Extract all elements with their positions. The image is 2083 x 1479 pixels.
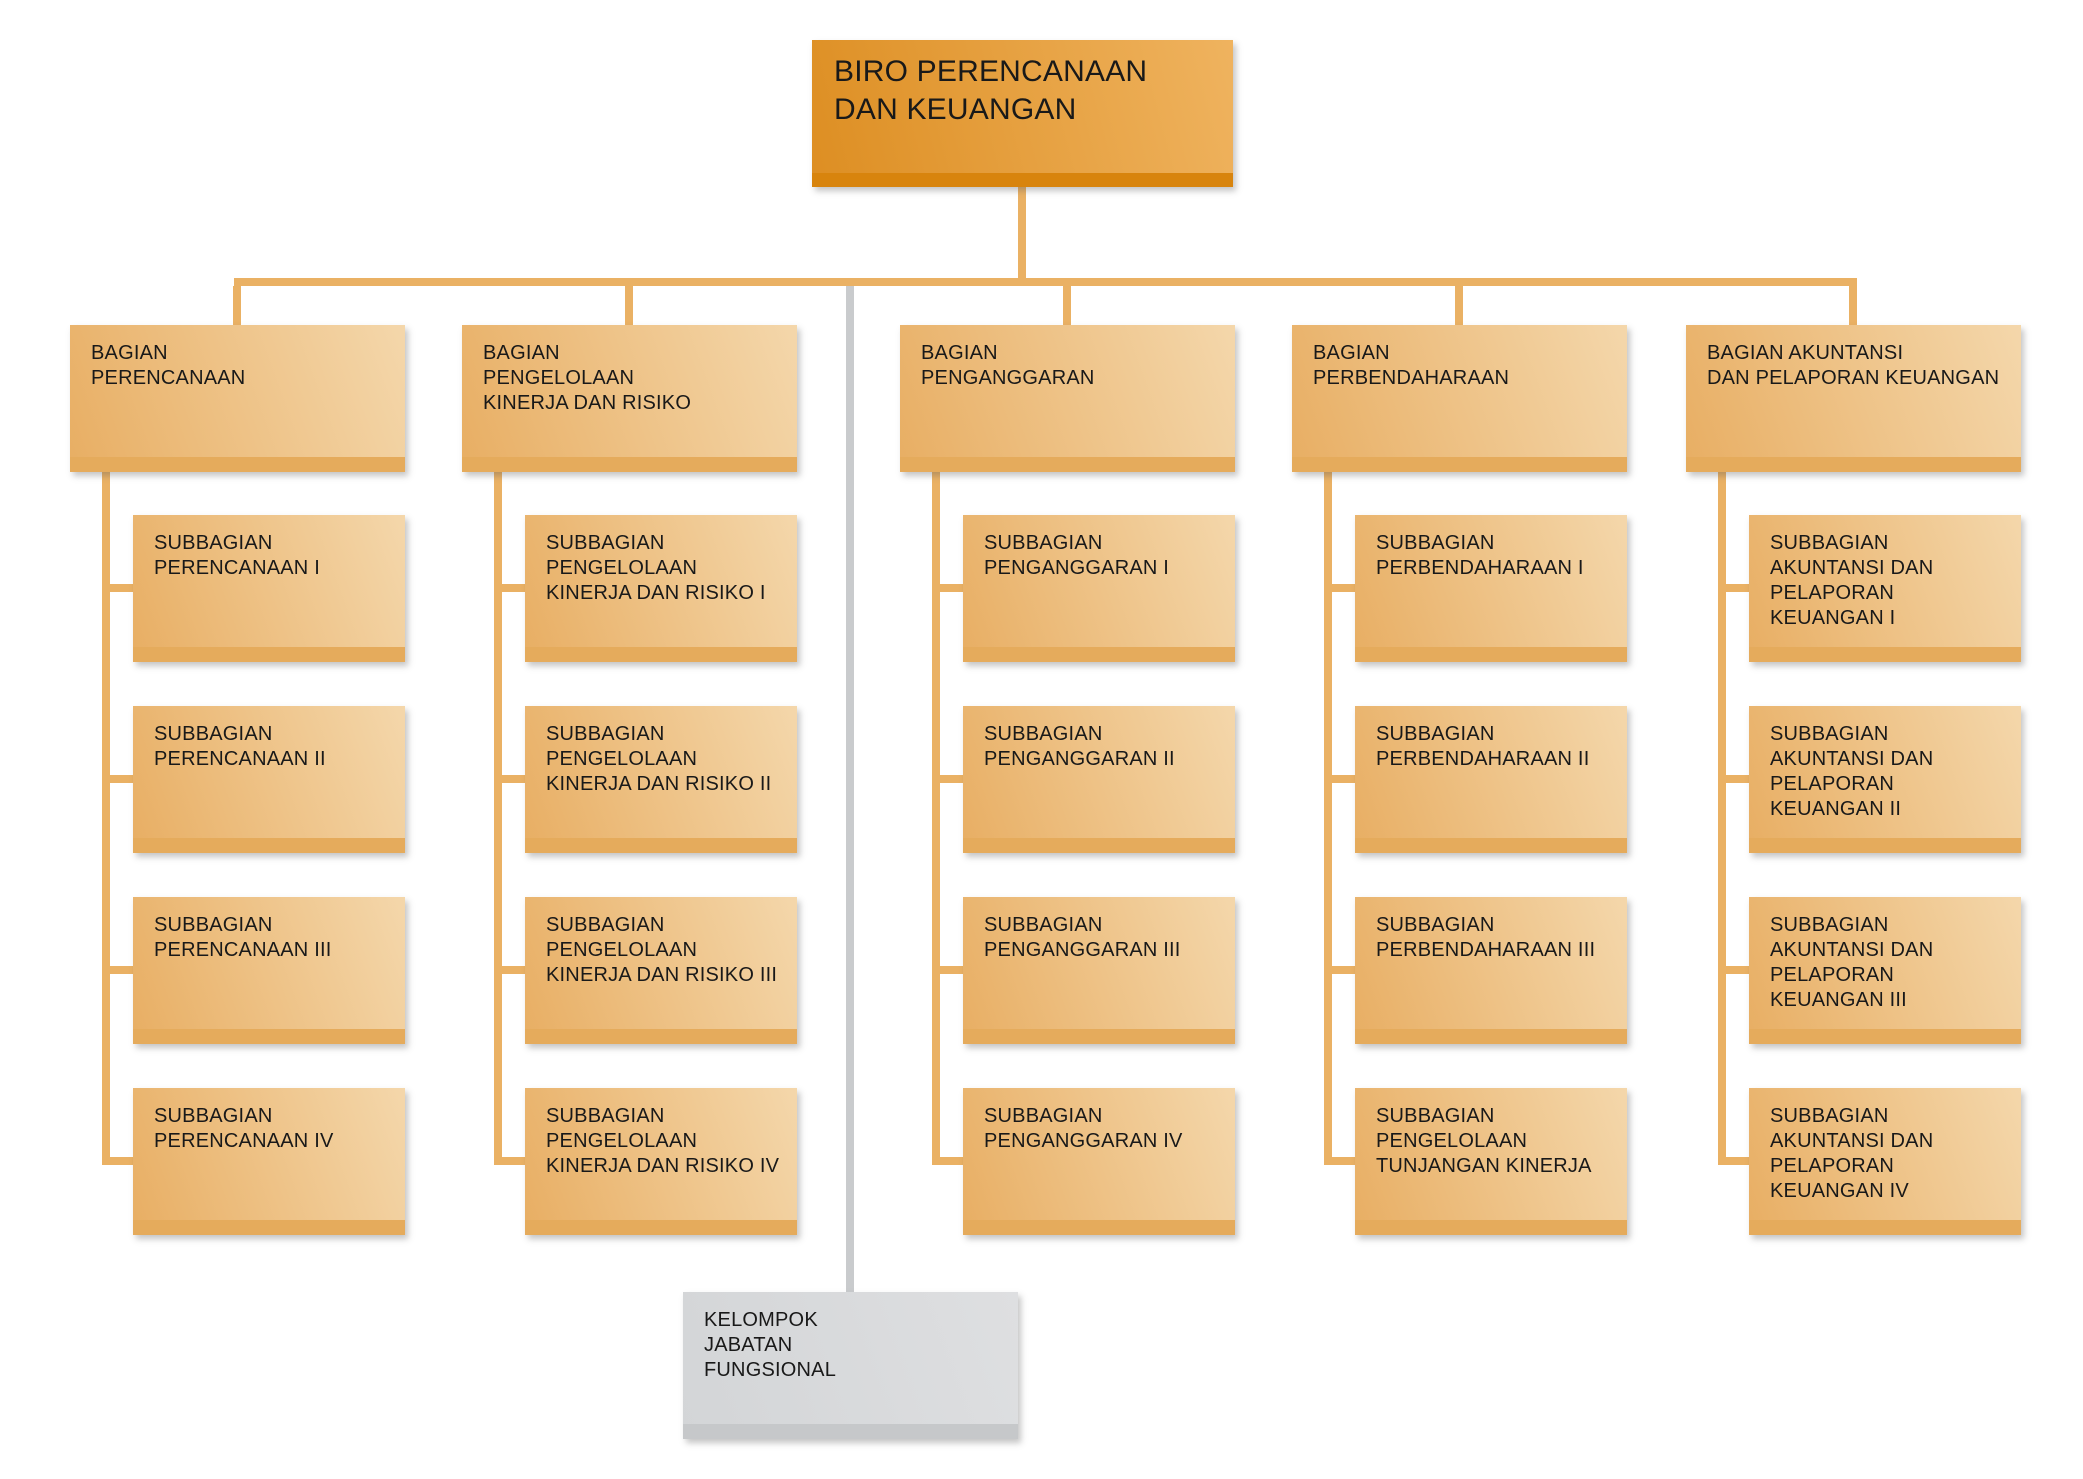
connector-col3-drop (932, 470, 940, 1165)
connector-col5-stub-4 (1718, 1157, 1749, 1165)
connector-col2-stub-2 (494, 775, 525, 783)
connector-col2-stub-4 (494, 1157, 525, 1165)
connector-col5-drop (1718, 470, 1726, 1165)
subbagian-akuntansi-dan-pelaporan-keuangan-iii-label: SUBBAGIAN AKUNTANSI DAN PELAPORAN KEUANG… (1770, 914, 1934, 1011)
subbagian-pengelolaan-tunjangan-kinerja-label: SUBBAGIAN PENGELOLAAN TUNJANGAN KINERJA (1376, 1105, 1592, 1177)
connector-col2-top (625, 286, 633, 325)
subbagian-akuntansi-dan-pelaporan-keuangan-iii-box: SUBBAGIAN AKUNTANSI DAN PELAPORAN KEUANG… (1749, 897, 2021, 1044)
connector-col2-drop (494, 470, 502, 1165)
subbagian-perbendaharaan-iii-box: SUBBAGIAN PERBENDAHARAAN III (1355, 897, 1627, 1044)
subbagian-pengelolaan-kinerja-dan-risiko-iv-box: SUBBAGIAN PENGELOLAAN KINERJA DAN RISIKO… (525, 1088, 797, 1235)
connector-col3-stub-4 (932, 1157, 963, 1165)
subbagian-penganggaran-i-box: SUBBAGIAN PENGANGGARAN I (963, 515, 1235, 662)
connector-col1-stub-1 (102, 584, 133, 592)
subbagian-penganggaran-i-label: SUBBAGIAN PENGANGGARAN I (984, 532, 1170, 579)
connector-col1-drop (102, 470, 110, 1165)
bagian-perbendaharaan-label: BAGIAN PERBENDAHARAAN (1313, 342, 1510, 389)
subbagian-penganggaran-iv-label: SUBBAGIAN PENGANGGARAN IV (984, 1105, 1183, 1152)
subbagian-perbendaharaan-i-box: SUBBAGIAN PERBENDAHARAAN I (1355, 515, 1627, 662)
connector-col4-stub-4 (1324, 1157, 1355, 1165)
kelompok-jabatan-fungsional-label: KELOMPOK JABATAN FUNGSIONAL (704, 1309, 837, 1381)
bagian-pengelolaan-kinerja-dan-risiko-label: BAGIAN PENGELOLAAN KINERJA DAN RISIKO (483, 342, 692, 414)
subbagian-penganggaran-ii-label: SUBBAGIAN PENGANGGARAN II (984, 723, 1175, 770)
biro-perencanaan-dan-keuangan-box: BIRO PERENCANAAN DAN KEUANGAN (812, 40, 1233, 187)
subbagian-perencanaan-ii-label: SUBBAGIAN PERENCANAAN II (154, 723, 326, 770)
connector-col4-stub-2 (1324, 775, 1355, 783)
connector-col4-drop (1324, 470, 1332, 1165)
subbagian-perencanaan-i-box: SUBBAGIAN PERENCANAAN I (133, 515, 405, 662)
subbagian-pengelolaan-kinerja-dan-risiko-i-label: SUBBAGIAN PENGELOLAAN KINERJA DAN RISIKO… (546, 532, 766, 604)
subbagian-pengelolaan-kinerja-dan-risiko-ii-box: SUBBAGIAN PENGELOLAAN KINERJA DAN RISIKO… (525, 706, 797, 853)
connector-col3-stub-1 (932, 584, 963, 592)
bagian-pengelolaan-kinerja-dan-risiko-box: BAGIAN PENGELOLAAN KINERJA DAN RISIKO (462, 325, 797, 472)
connector-col3-stub-2 (932, 775, 963, 783)
bagian-penganggaran-label: BAGIAN PENGANGGARAN (921, 342, 1095, 389)
subbagian-perbendaharaan-iii-label: SUBBAGIAN PERBENDAHARAAN III (1376, 914, 1596, 961)
bagian-penganggaran-box: BAGIAN PENGANGGARAN (900, 325, 1235, 472)
connector-col1-top (233, 286, 241, 325)
subbagian-pengelolaan-kinerja-dan-risiko-ii-label: SUBBAGIAN PENGELOLAAN KINERJA DAN RISIKO… (546, 723, 772, 795)
connector-col3-stub-3 (932, 966, 963, 974)
connector-col5-stub-1 (1718, 584, 1749, 592)
connector-col1-stub-2 (102, 775, 133, 783)
connector-col1-stub-4 (102, 1157, 133, 1165)
subbagian-perencanaan-iii-box: SUBBAGIAN PERENCANAAN III (133, 897, 405, 1044)
connector-col3-top (1063, 286, 1071, 325)
subbagian-penganggaran-iii-box: SUBBAGIAN PENGANGGARAN III (963, 897, 1235, 1044)
bagian-akuntansi-dan-pelaporan-keuangan-box: BAGIAN AKUNTANSI DAN PELAPORAN KEUANGAN (1686, 325, 2021, 472)
connector-functional-line (846, 286, 854, 1292)
subbagian-penganggaran-iii-label: SUBBAGIAN PENGANGGARAN III (984, 914, 1181, 961)
connector-root-drop (1018, 187, 1026, 278)
connector-col2-stub-1 (494, 584, 525, 592)
connector-col4-stub-3 (1324, 966, 1355, 974)
subbagian-perbendaharaan-ii-label: SUBBAGIAN PERBENDAHARAAN II (1376, 723, 1590, 770)
subbagian-pengelolaan-kinerja-dan-risiko-iv-label: SUBBAGIAN PENGELOLAAN KINERJA DAN RISIKO… (546, 1105, 780, 1177)
subbagian-akuntansi-dan-pelaporan-keuangan-i-box: SUBBAGIAN AKUNTANSI DAN PELAPORAN KEUANG… (1749, 515, 2021, 662)
subbagian-perbendaharaan-i-label: SUBBAGIAN PERBENDAHARAAN I (1376, 532, 1584, 579)
biro-perencanaan-dan-keuangan-label: BIRO PERENCANAAN DAN KEUANGAN (834, 55, 1148, 126)
subbagian-akuntansi-dan-pelaporan-keuangan-i-label: SUBBAGIAN AKUNTANSI DAN PELAPORAN KEUANG… (1770, 532, 1934, 629)
connector-col4-top (1455, 286, 1463, 325)
subbagian-penganggaran-iv-box: SUBBAGIAN PENGANGGARAN IV (963, 1088, 1235, 1235)
connector-col2-stub-3 (494, 966, 525, 974)
subbagian-perencanaan-ii-box: SUBBAGIAN PERENCANAAN II (133, 706, 405, 853)
connector-col5-stub-3 (1718, 966, 1749, 974)
subbagian-perencanaan-iv-box: SUBBAGIAN PERENCANAAN IV (133, 1088, 405, 1235)
subbagian-pengelolaan-kinerja-dan-risiko-iii-label: SUBBAGIAN PENGELOLAAN KINERJA DAN RISIKO… (546, 914, 778, 986)
bagian-perencanaan-box: BAGIAN PERENCANAAN (70, 325, 405, 472)
subbagian-akuntansi-dan-pelaporan-keuangan-iv-box: SUBBAGIAN AKUNTANSI DAN PELAPORAN KEUANG… (1749, 1088, 2021, 1235)
subbagian-perencanaan-i-label: SUBBAGIAN PERENCANAAN I (154, 532, 320, 579)
subbagian-pengelolaan-kinerja-dan-risiko-i-box: SUBBAGIAN PENGELOLAAN KINERJA DAN RISIKO… (525, 515, 797, 662)
connector-col1-stub-3 (102, 966, 133, 974)
subbagian-perbendaharaan-ii-box: SUBBAGIAN PERBENDAHARAAN II (1355, 706, 1627, 853)
subbagian-akuntansi-dan-pelaporan-keuangan-iv-label: SUBBAGIAN AKUNTANSI DAN PELAPORAN KEUANG… (1770, 1105, 1934, 1202)
connector-col5-stub-2 (1718, 775, 1749, 783)
connector-rail (234, 278, 1857, 286)
subbagian-penganggaran-ii-box: SUBBAGIAN PENGANGGARAN II (963, 706, 1235, 853)
subbagian-akuntansi-dan-pelaporan-keuangan-ii-label: SUBBAGIAN AKUNTANSI DAN PELAPORAN KEUANG… (1770, 723, 1934, 820)
kelompok-jabatan-fungsional-box: KELOMPOK JABATAN FUNGSIONAL (683, 1292, 1018, 1439)
subbagian-perencanaan-iv-label: SUBBAGIAN PERENCANAAN IV (154, 1105, 334, 1152)
subbagian-akuntansi-dan-pelaporan-keuangan-ii-box: SUBBAGIAN AKUNTANSI DAN PELAPORAN KEUANG… (1749, 706, 2021, 853)
connector-col5-top (1849, 286, 1857, 325)
bagian-perbendaharaan-box: BAGIAN PERBENDAHARAAN (1292, 325, 1627, 472)
connector-col4-stub-1 (1324, 584, 1355, 592)
subbagian-perencanaan-iii-label: SUBBAGIAN PERENCANAAN III (154, 914, 332, 961)
subbagian-pengelolaan-kinerja-dan-risiko-iii-box: SUBBAGIAN PENGELOLAAN KINERJA DAN RISIKO… (525, 897, 797, 1044)
subbagian-pengelolaan-tunjangan-kinerja-box: SUBBAGIAN PENGELOLAAN TUNJANGAN KINERJA (1355, 1088, 1627, 1235)
bagian-perencanaan-label: BAGIAN PERENCANAAN (91, 342, 246, 389)
bagian-akuntansi-dan-pelaporan-keuangan-label: BAGIAN AKUNTANSI DAN PELAPORAN KEUANGAN (1707, 342, 2000, 389)
